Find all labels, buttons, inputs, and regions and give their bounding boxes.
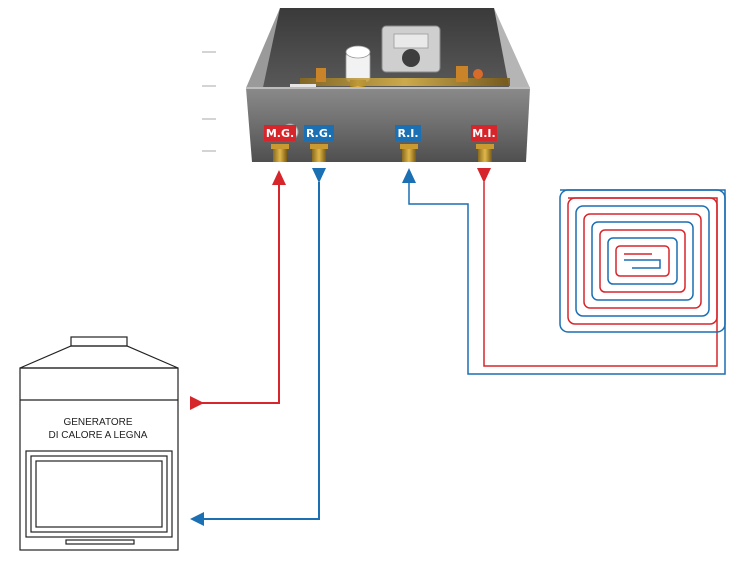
wood-heat-generator xyxy=(19,336,179,551)
generator-body xyxy=(19,367,179,551)
generator-door-middle xyxy=(30,455,168,533)
box-front-panel xyxy=(246,88,530,162)
return-line-generator xyxy=(204,182,320,520)
port-label-rg-text: R.G. xyxy=(306,127,332,140)
generator-flue xyxy=(70,336,128,347)
pump-unit xyxy=(381,25,441,73)
port-connector-rg xyxy=(310,144,328,162)
supply-line-generator xyxy=(190,185,280,404)
generator-label-line1: GENERATORE xyxy=(63,417,132,428)
port-label-mi: M.I. xyxy=(471,125,497,141)
port-connector-mg xyxy=(271,144,289,162)
generator-door-inner xyxy=(35,460,163,528)
arrow-down-icon xyxy=(312,168,326,183)
underfloor-heating-coil xyxy=(559,189,726,333)
port-label-rg: R.G. xyxy=(304,125,334,141)
port-connector-ri xyxy=(400,144,418,162)
port-label-mg-text: M.G. xyxy=(266,127,294,140)
arrow-up-icon xyxy=(272,170,286,185)
arrow-up-icon xyxy=(402,168,416,183)
port-connector-mi xyxy=(476,144,494,162)
hydraulic-unit-box xyxy=(202,8,530,162)
port-label-ri-text: R.I. xyxy=(397,127,418,140)
arrow-left-icon xyxy=(190,512,204,526)
port-label-mg: M.G. xyxy=(264,125,296,141)
port-label-mi-text: M.I. xyxy=(472,127,495,140)
port-label-ri: R.I. xyxy=(395,125,421,141)
generator-label-line2: DI CALORE A LEGNA xyxy=(49,430,148,441)
arrow-right-icon xyxy=(190,396,204,410)
return-line-floor xyxy=(408,182,726,375)
generator-ash-slot xyxy=(65,539,135,545)
arrow-down-icon xyxy=(477,168,491,183)
generator-hood xyxy=(19,345,179,369)
generator-door-outer xyxy=(25,450,173,538)
